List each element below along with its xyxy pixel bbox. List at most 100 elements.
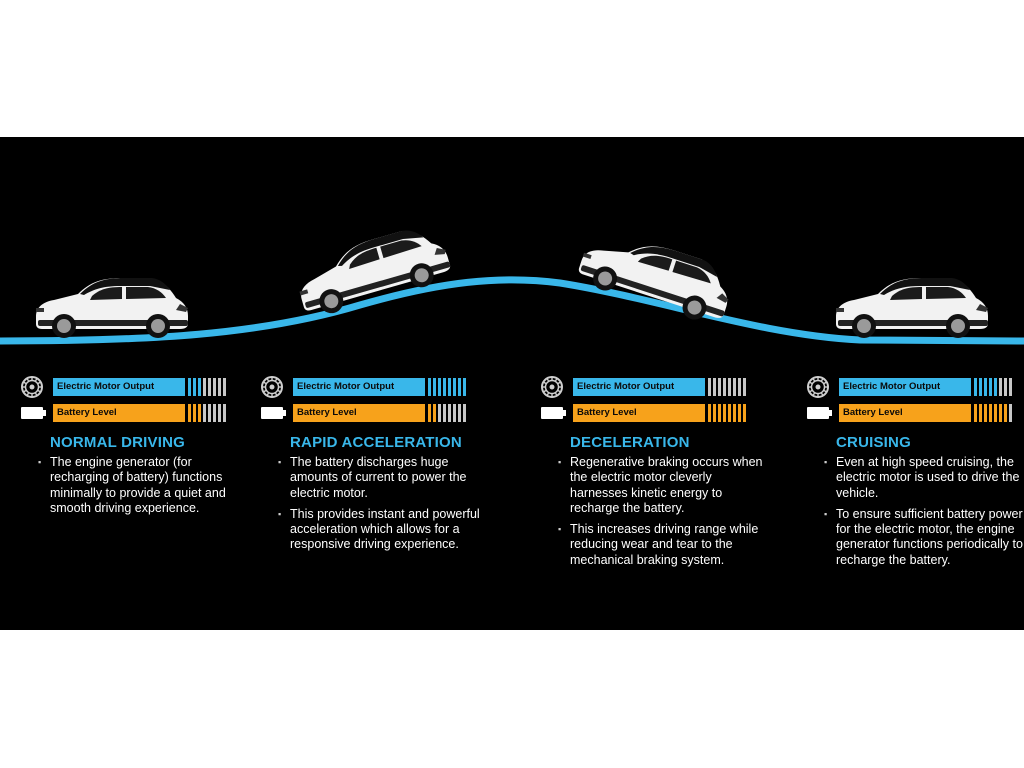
battery-level-meter: Battery Level <box>20 401 260 427</box>
motor-level-segment <box>458 378 461 396</box>
motor-level-segment <box>433 378 436 396</box>
motor-level-segment <box>208 378 211 396</box>
battery-level-label: Battery Level <box>293 404 425 422</box>
description-bullet: To ensure sufficient battery power for t… <box>824 507 1024 568</box>
mode-title: RAPID ACCELERATION <box>290 434 462 451</box>
motor-output-label: Electric Motor Output <box>573 378 705 396</box>
battery-level-segment <box>223 404 226 422</box>
motor-level-segment <box>723 378 726 396</box>
battery-level-meter: Battery Level <box>540 401 780 427</box>
motor-level-segment <box>1004 378 1007 396</box>
battery-icon <box>540 401 570 425</box>
battery-level-segment <box>718 404 721 422</box>
battery-level-segment <box>443 404 446 422</box>
motor-output-meter: Electric Motor Output <box>540 375 780 401</box>
mode-description: The engine generator (for recharging of … <box>38 455 248 522</box>
motor-level-segment <box>438 378 441 396</box>
motor-level-segment <box>738 378 741 396</box>
motor-level-segment <box>743 378 746 396</box>
motor-output-label: Electric Motor Output <box>53 378 185 396</box>
motor-level-segment <box>984 378 987 396</box>
motor-level-segment <box>453 378 456 396</box>
motor-level-segment <box>428 378 431 396</box>
battery-level-segment <box>713 404 716 422</box>
battery-level-segment <box>448 404 451 422</box>
suv-car-icon <box>836 278 988 338</box>
motor-output-label: Electric Motor Output <box>839 378 971 396</box>
battery-level-segment <box>974 404 977 422</box>
description-bullet: This provides instant and powerful accel… <box>278 507 488 553</box>
motor-level-segment <box>218 378 221 396</box>
motor-output-label: Electric Motor Output <box>293 378 425 396</box>
battery-icon <box>260 401 290 425</box>
motor-level-segment <box>979 378 982 396</box>
road-curve <box>0 276 1024 345</box>
motor-gear-icon <box>20 375 50 399</box>
battery-level-segment <box>203 404 206 422</box>
battery-level-segment <box>208 404 211 422</box>
motor-level-segment <box>708 378 711 396</box>
motor-gear-icon <box>806 375 836 399</box>
battery-level-segment <box>1009 404 1012 422</box>
motor-level-segment <box>713 378 716 396</box>
battery-level-segment <box>984 404 987 422</box>
motor-level-segment <box>188 378 191 396</box>
battery-level-segment <box>188 404 191 422</box>
motor-level-segment <box>198 378 201 396</box>
battery-level-segment <box>463 404 466 422</box>
motor-level-segment <box>994 378 997 396</box>
battery-level-segment <box>738 404 741 422</box>
motor-level-segment <box>443 378 446 396</box>
battery-level-label: Battery Level <box>573 404 705 422</box>
mode-description: Regenerative braking occurs when the ele… <box>558 455 768 574</box>
motor-level-segment <box>223 378 226 396</box>
battery-level-label: Battery Level <box>839 404 971 422</box>
battery-level-segment <box>428 404 431 422</box>
battery-level-segment <box>453 404 456 422</box>
battery-level-segment <box>438 404 441 422</box>
battery-level-segment <box>999 404 1002 422</box>
battery-icon <box>20 401 50 425</box>
motor-level-segment <box>999 378 1002 396</box>
battery-level-segment <box>743 404 746 422</box>
battery-level-segment <box>733 404 736 422</box>
motor-output-meter: Electric Motor Output <box>806 375 1024 401</box>
battery-level-segment <box>458 404 461 422</box>
motor-output-meter: Electric Motor Output <box>20 375 260 401</box>
motor-level-segment <box>203 378 206 396</box>
battery-level-segment <box>728 404 731 422</box>
motor-output-meter: Electric Motor Output <box>260 375 500 401</box>
description-bullet: This increases driving range while reduc… <box>558 522 768 568</box>
battery-level-segment <box>198 404 201 422</box>
battery-icon <box>806 401 836 425</box>
motor-level-segment <box>728 378 731 396</box>
battery-level-segment <box>994 404 997 422</box>
suv-car-icon <box>36 278 188 338</box>
mode-title: DECELERATION <box>570 434 690 451</box>
motor-level-segment <box>718 378 721 396</box>
mode-description: Even at high speed cruising, the electri… <box>824 455 1024 574</box>
battery-level-meter: Battery Level <box>806 401 1024 427</box>
battery-level-segment <box>213 404 216 422</box>
battery-level-segment <box>989 404 992 422</box>
motor-level-segment <box>989 378 992 396</box>
battery-level-segment <box>723 404 726 422</box>
description-bullet: Regenerative braking occurs when the ele… <box>558 455 768 516</box>
battery-level-segment <box>433 404 436 422</box>
battery-level-label: Battery Level <box>53 404 185 422</box>
battery-level-meter: Battery Level <box>260 401 500 427</box>
mode-description: The battery discharges huge amounts of c… <box>278 455 488 559</box>
battery-level-segment <box>218 404 221 422</box>
battery-level-segment <box>708 404 711 422</box>
mode-title: NORMAL DRIVING <box>50 434 186 451</box>
motor-gear-icon <box>260 375 290 399</box>
description-bullet: The engine generator (for recharging of … <box>38 455 248 516</box>
motor-level-segment <box>448 378 451 396</box>
motor-level-segment <box>213 378 216 396</box>
battery-level-segment <box>193 404 196 422</box>
battery-level-segment <box>979 404 982 422</box>
motor-level-segment <box>974 378 977 396</box>
motor-level-segment <box>463 378 466 396</box>
description-bullet: The battery discharges huge amounts of c… <box>278 455 488 501</box>
